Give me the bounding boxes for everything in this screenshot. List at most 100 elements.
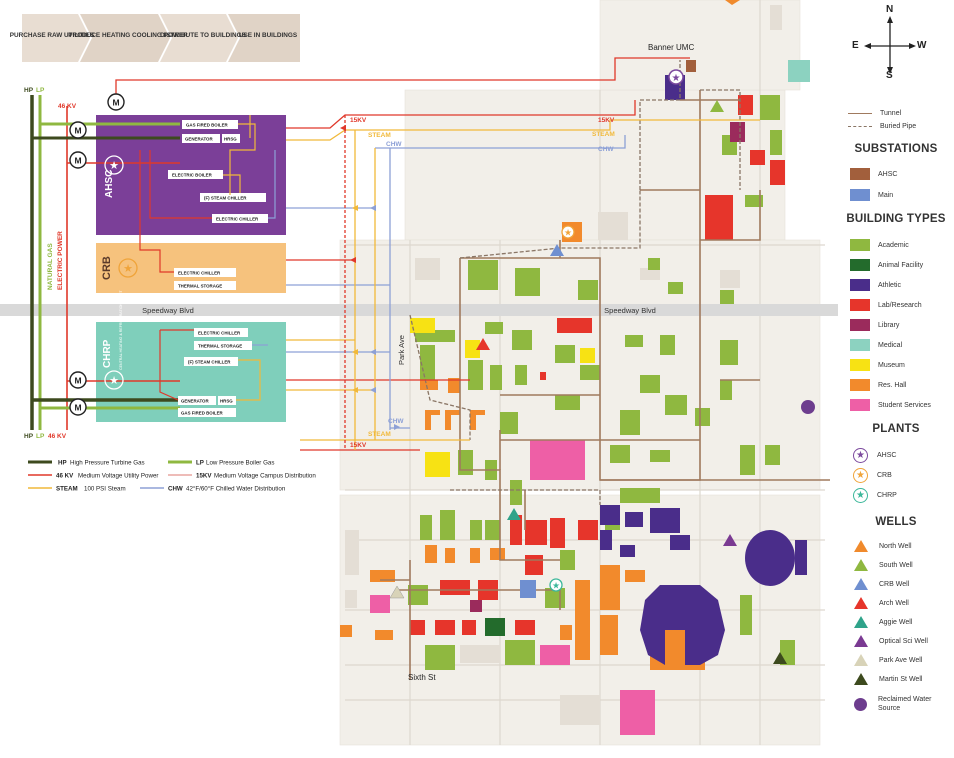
legend-res-hall-label: Res. Hall [878, 381, 907, 389]
process-step-2: PRODUCE HEATING COOLING POWER [68, 32, 188, 39]
legend-buried-pipe: Buried Pipe [848, 122, 916, 130]
natural-gas-label: NATURAL GAS [47, 243, 54, 290]
chrp-equip-generator: GENERATOR [181, 399, 209, 404]
lp-label-bottom: LP [36, 433, 45, 440]
compass-rose: N S E W [852, 4, 926, 84]
line-label-steam-left: STEAM [368, 132, 391, 139]
chrp-emblem: ★ [104, 370, 124, 390]
star-icon: ★ [853, 447, 868, 463]
plants-heading: PLANTS [872, 423, 920, 435]
legend-well-park-ave-label: Park Ave Well [879, 656, 923, 664]
legend-lab-research: Lab/Research [850, 298, 922, 312]
well-triangle-icon [854, 654, 868, 666]
buildings-athletic [600, 75, 807, 665]
legend-tunnel: Tunnel [848, 109, 901, 117]
map-gray-buildings [345, 5, 782, 725]
legend-plant-chrp-label: CHRP [877, 491, 897, 499]
legend-athletic: Athletic [850, 278, 901, 292]
swatch-athletic [850, 279, 870, 291]
well-triangle-icon [854, 616, 868, 628]
map-label-park-ave: Park Ave [397, 335, 406, 365]
map-plant-crb: ★ [561, 222, 582, 242]
legend-chw-abbr: CHW [168, 486, 183, 493]
star-icon: ★ [853, 467, 868, 483]
star-icon: ★ [853, 487, 868, 503]
map-well-north [725, 0, 740, 5]
swatch-museum [850, 359, 870, 371]
process-step-1-shape [22, 14, 90, 62]
well-triangle-icon [854, 673, 868, 685]
map-well-crb [550, 244, 564, 256]
legend-well-optical-label: Optical Sci Well [879, 637, 928, 645]
swatch-academic [850, 239, 870, 251]
motor-symbols [69, 93, 125, 416]
map-legend: N S E W Tunnel Buried Pipe SUBSTATIONS A… [838, 0, 954, 753]
buildings-student-services [370, 440, 655, 735]
compass-w: W [917, 40, 927, 51]
compass-arrows-icon [864, 16, 916, 74]
map-well-optical [723, 534, 737, 546]
crb-emblem: ★ [118, 258, 138, 278]
buildings-medical [788, 60, 810, 82]
well-triangle-icon [854, 597, 868, 609]
legend-well-aggie: Aggie Well [850, 615, 912, 629]
swatch-substation-main [850, 189, 870, 201]
motor-label-5: M [74, 403, 81, 413]
svg-text:★: ★ [564, 228, 572, 238]
crb-equip-box-1 [174, 268, 236, 277]
hp-label-bottom: HP [24, 433, 34, 440]
legend-medical-label: Medical [878, 341, 903, 349]
map-reclaimed-water-source [801, 400, 815, 414]
motor-label-1: M [112, 98, 119, 108]
legend-buried-pipe-label: Buried Pipe [880, 122, 917, 130]
legend-well-martin-label: Martin St Well [879, 675, 923, 683]
legend-well-south: South Well [850, 558, 913, 572]
compass-n: N [886, 4, 894, 15]
line-label-chw-bottom: CHW [388, 418, 404, 425]
well-triangle-icon [854, 635, 868, 647]
line-label-steam-top-right: STEAM [592, 131, 615, 138]
ahsc-equip-electric-boiler: ELECTRIC BOILER [172, 173, 213, 178]
legend-well-aggie-label: Aggie Well [879, 618, 913, 626]
line-label-chw-top-right: CHW [598, 146, 614, 153]
substations-heading: SUBSTATIONS [854, 143, 938, 155]
legend-student-services-label: Student Services [878, 401, 931, 409]
swatch-medical [850, 339, 870, 351]
distribution-arrows [340, 125, 400, 430]
wells-heading: WELLS [875, 516, 917, 528]
ahsc-equipment [168, 120, 268, 223]
map-well-south [710, 100, 724, 112]
crb-equip-box-2 [174, 281, 236, 290]
swatch-lab-research [850, 299, 870, 311]
legend-museum: Museum [850, 358, 905, 372]
flow-vertical-lines [30, 95, 68, 430]
legend-library-label: Library [878, 321, 900, 329]
electric-power-label: ELECTRIC POWER [57, 231, 64, 290]
map-well-arch [476, 338, 490, 350]
legend-15kv-text: Medium Voltage Campus Distribution [214, 473, 316, 480]
line-label-15kv-top: 15KV [598, 117, 615, 124]
kv46-label-top: 46 KV [58, 103, 77, 110]
chrp-plant-name: CHRP [102, 339, 113, 368]
motor-label-3: M [74, 156, 81, 166]
legend-substation-ahsc: AHSC [850, 167, 897, 181]
kv46-label-bottom: 46 KV [48, 433, 67, 440]
hp-label-top: HP [24, 87, 34, 94]
process-step-4: USE IN BUILDINGS [239, 32, 298, 39]
svg-text:★: ★ [123, 263, 133, 275]
legend-chw-text: 42°F/60°F Chilled Water Distribution [186, 486, 286, 493]
legend-hp-abbr: HP [58, 460, 67, 467]
map-wells [389, 0, 787, 664]
legend-well-arch-label: Arch Well [879, 599, 909, 607]
motor-label-2: M [74, 126, 81, 136]
legend-res-hall: Res. Hall [850, 378, 906, 392]
compass-s: S [886, 70, 893, 81]
legend-well-arch: Arch Well [850, 596, 909, 610]
svg-text:★: ★ [672, 73, 681, 84]
legend-well-crb-label: CRB Well [879, 580, 910, 588]
distribution-lines [286, 100, 760, 451]
svg-text:★: ★ [109, 375, 119, 387]
buried-pipe-line-icon [848, 125, 872, 127]
line-legend: HP High Pressure Turbine Gas LP Low Pres… [28, 460, 316, 493]
